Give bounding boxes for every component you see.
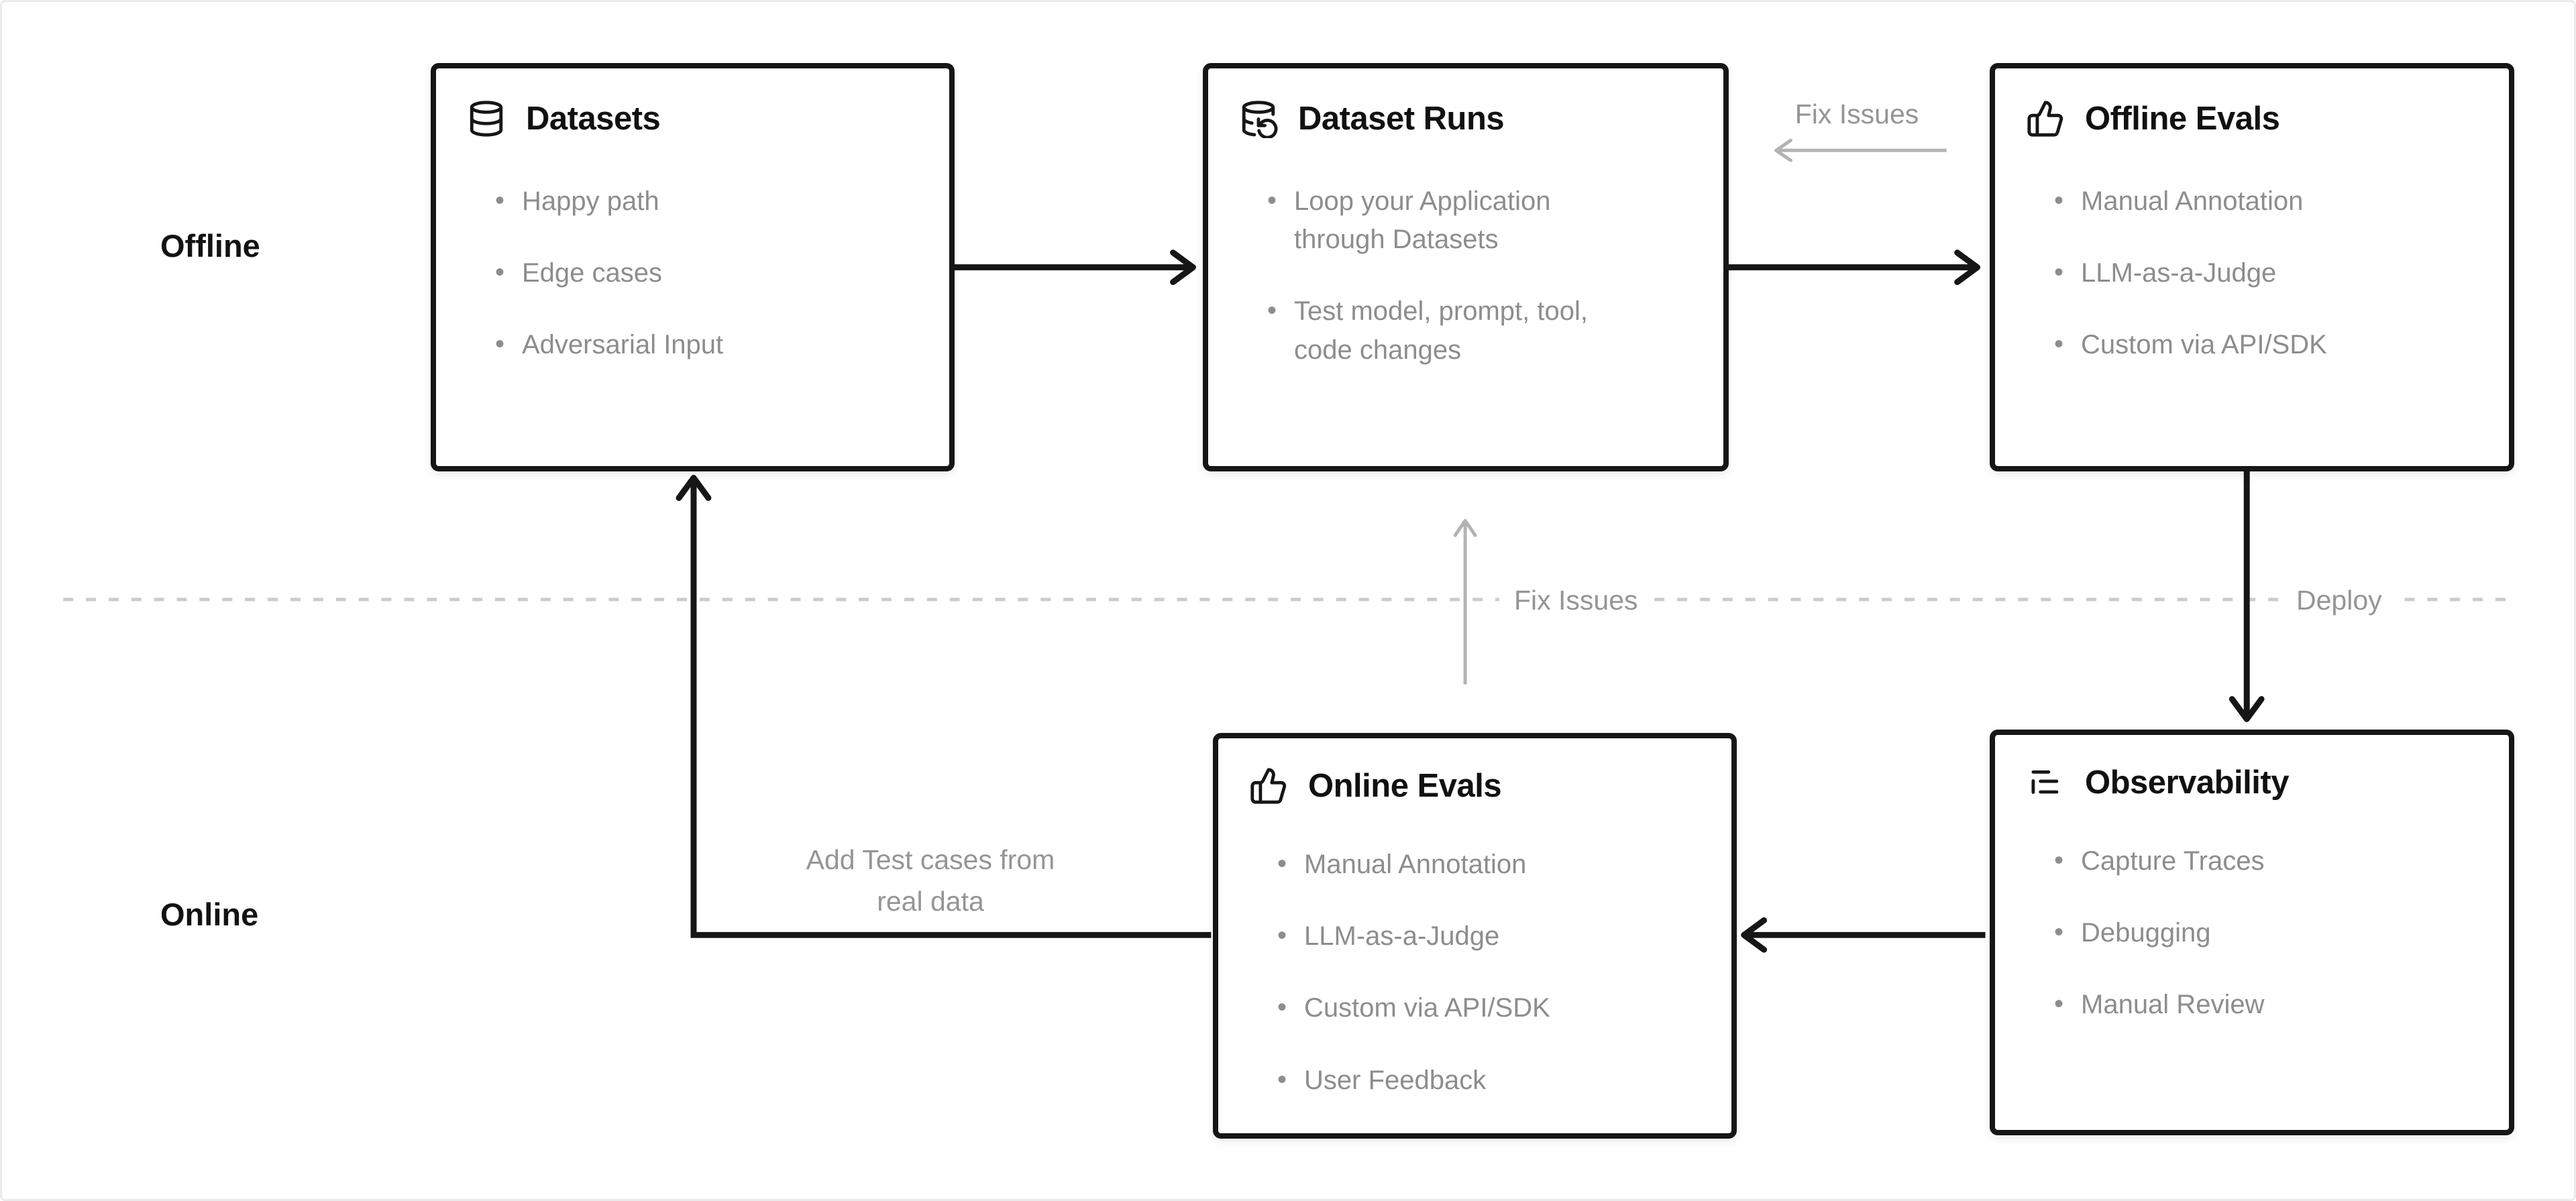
fix-issues-top-label: Fix Issues: [1794, 99, 1919, 129]
list-item: Manual Annotation: [2050, 182, 2482, 221]
list-item: LLM-as-a-Judge: [2050, 253, 2482, 292]
database-backup-icon: [1242, 101, 1278, 138]
list-item: Happy path: [491, 182, 922, 221]
list-item: User Feedback: [1273, 1061, 1705, 1100]
observability-title: Observability: [2085, 764, 2289, 801]
online-evals-title: Online Evals: [1308, 768, 1502, 804]
list-item: Edge cases: [491, 253, 922, 292]
list-item: LLM-as-a-Judge: [1273, 917, 1705, 956]
list-item: Custom via API/SDK: [2050, 325, 2482, 364]
observability-list: Capture Traces Debugging Manual Review: [2022, 842, 2482, 1025]
arrow-online-evals-to-datasets: [676, 475, 1212, 938]
dataset-runs-title: Dataset Runs: [1298, 101, 1505, 137]
add-test-cases-label: Add Test cases from real data: [806, 844, 1055, 917]
thumbs-up-icon: [1250, 768, 1287, 804]
logs-icon: [2031, 770, 2059, 794]
datasets-title: Datasets: [526, 101, 661, 137]
dataset-runs-box: Dataset Runs Loop your Application throu…: [1203, 63, 1729, 471]
list-item: Capture Traces: [2050, 842, 2482, 880]
list-item: Loop your Application through Datasets: [1263, 182, 1629, 259]
list-item: Adversarial Input: [491, 325, 922, 364]
online-evals-box: Online Evals Manual Annotation LLM-as-a-…: [1213, 733, 1737, 1139]
deploy-label: Deploy: [2282, 585, 2397, 616]
thumbs-up-icon: [2027, 101, 2063, 137]
list-item: Test model, prompt, tool, code changes: [1263, 292, 1629, 369]
offline-evals-box: Offline Evals Manual Annotation LLM-as-a…: [1990, 63, 2514, 471]
list-item: Custom via API/SDK: [1273, 988, 1705, 1027]
online-section-label: Online: [160, 897, 259, 932]
offline-evals-list: Manual Annotation LLM-as-a-Judge Custom …: [2022, 182, 2482, 365]
list-item: Debugging: [2050, 913, 2482, 952]
online-evals-list: Manual Annotation LLM-as-a-Judge Custom …: [1245, 845, 1705, 1100]
datasets-list: Happy path Edge cases Adversarial Input: [463, 182, 922, 365]
datasets-box: Datasets Happy path Edge cases Adversari…: [431, 63, 955, 471]
observability-box: Observability Capture Traces Debugging M…: [1990, 730, 2514, 1135]
offline-evals-title: Offline Evals: [2085, 101, 2280, 137]
list-item: Manual Annotation: [1273, 845, 1705, 884]
offline-section-label: Offline: [160, 228, 260, 264]
dataset-runs-list: Loop your Application through Datasets T…: [1235, 182, 1697, 369]
database-icon: [470, 101, 503, 137]
fix-issues-mid-label: Fix Issues: [1499, 585, 1653, 616]
list-item: Manual Review: [2050, 985, 2482, 1024]
